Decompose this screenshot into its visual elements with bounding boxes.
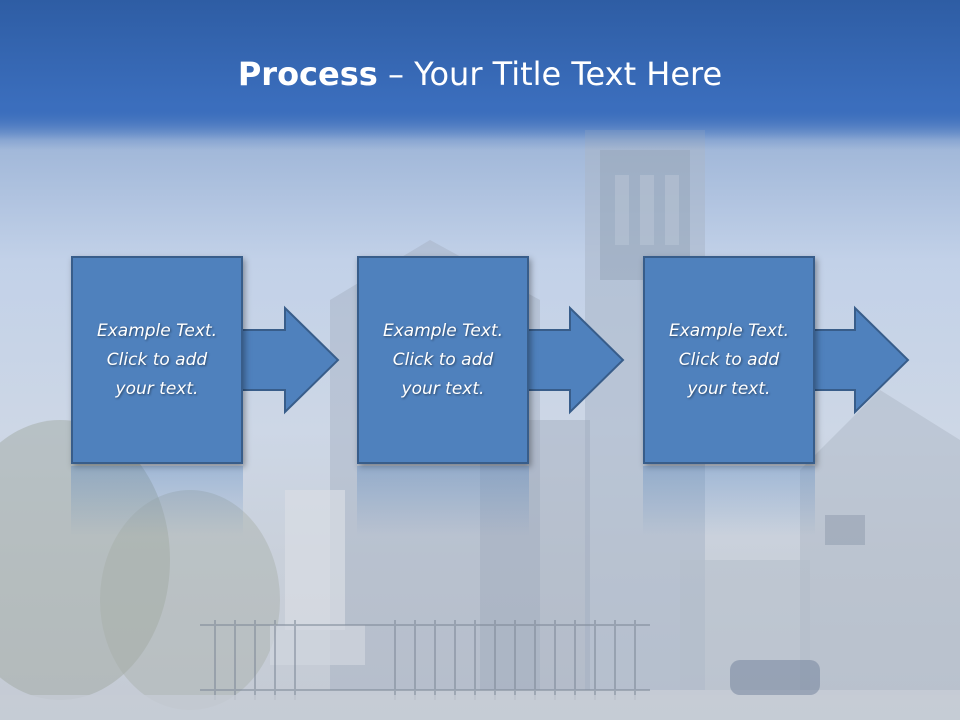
title-band — [0, 0, 960, 150]
process-step-2-text: Example Text. Click to add your text. — [382, 320, 504, 399]
process-step-1[interactable]: Example Text. Click to add your text. — [71, 256, 243, 464]
arrow-right-icon — [230, 305, 340, 415]
process-step-1-text: Example Text. Click to add your text. — [96, 320, 218, 399]
step-3-reflection — [643, 466, 815, 536]
slide-title[interactable]: Process – Your Title Text Here — [0, 52, 960, 96]
process-step-3-text: Example Text. Click to add your text. — [668, 320, 790, 399]
process-step-2[interactable]: Example Text. Click to add your text. — [357, 256, 529, 464]
step-1-reflection — [71, 466, 243, 536]
arrow-right-icon — [515, 305, 625, 415]
process-step-3[interactable]: Example Text. Click to add your text. — [643, 256, 815, 464]
arrow-right-icon — [800, 305, 910, 415]
title-rest: – Your Title Text Here — [377, 55, 723, 93]
title-bold: Process — [237, 55, 378, 93]
step-2-reflection — [357, 466, 529, 536]
